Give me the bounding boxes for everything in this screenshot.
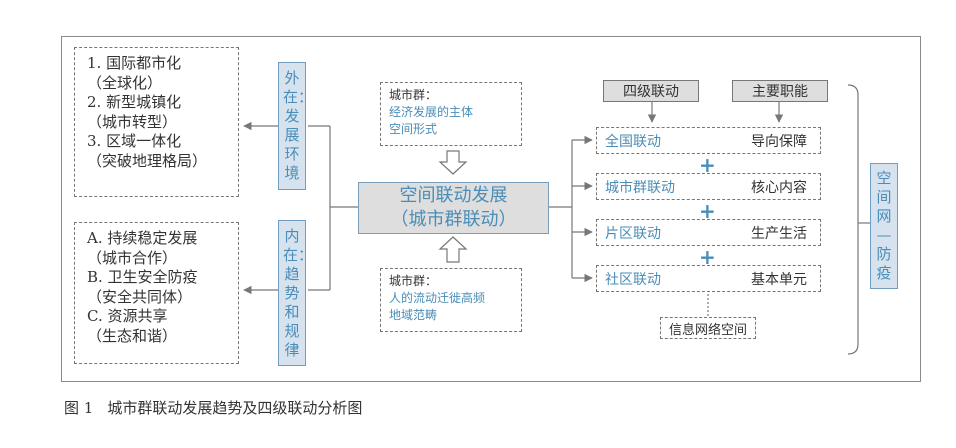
note-top-line1: 经济发展的主体 xyxy=(389,105,474,119)
note-bottom-line1: 人的流动迁徙高频 xyxy=(389,291,486,305)
info-network-space: 信息网络空间 xyxy=(660,317,756,339)
external-item-2: 2. 新型城镇化 xyxy=(87,93,182,111)
level-national: 全国联动 xyxy=(605,133,661,150)
plus-sign-2: + xyxy=(699,199,716,223)
level-row-national: 全国联动 导向保障 xyxy=(596,127,821,154)
center-line2: （城市群联动） xyxy=(390,209,517,230)
right-label: 空间网—防疫 xyxy=(876,169,892,282)
note-top-line2: 空间形式 xyxy=(389,122,438,136)
internal-item-a: A. 持续稳定发展 xyxy=(87,229,198,247)
note-top-key: 城市群： xyxy=(389,88,438,102)
internal-item-a-note: （城市合作） xyxy=(87,248,178,267)
external-label: 外在：发展环境 xyxy=(283,69,314,182)
right-label-box: 空间网—防疫 xyxy=(870,163,898,289)
level-row-district: 片区联动 生产生活 xyxy=(596,219,821,246)
function-production-life: 生产生活 xyxy=(751,225,807,242)
plus-sign-1: + xyxy=(699,153,716,177)
internal-label: 内在：趋势和规律 xyxy=(283,226,314,359)
note-bottom: 城市群： 人的流动迁徙高频 地域范畴 xyxy=(380,268,522,332)
function-guidance: 导向保障 xyxy=(751,133,807,150)
figure-caption: 图 1 城市群联动发展趋势及四级联动分析图 xyxy=(64,397,376,418)
functions-header: 主要职能 xyxy=(732,80,828,102)
function-core: 核心内容 xyxy=(751,179,807,196)
external-factors-list: 1. 国际都市化 （全球化） 2. 新型城镇化 （城市转型） 3. 区域一体化 … xyxy=(74,47,239,197)
level-row-city-cluster: 城市群联动 核心内容 xyxy=(596,173,821,200)
note-bottom-key: 城市群： xyxy=(389,274,438,288)
internal-label-box: 内在：趋势和规律 xyxy=(278,220,314,366)
external-item-2-note: （城市转型） xyxy=(87,112,178,131)
external-label-box: 外在：发展环境 xyxy=(278,62,314,190)
level-community: 社区联动 xyxy=(605,271,661,288)
level-district: 片区联动 xyxy=(605,225,661,242)
level-city-cluster: 城市群联动 xyxy=(605,179,675,196)
function-basic-unit: 基本单元 xyxy=(751,271,807,288)
center-box: 空间联动发展 （城市群联动） xyxy=(358,182,549,234)
external-item-3: 3. 区域一体化 xyxy=(87,132,182,150)
levels-header: 四级联动 xyxy=(603,80,699,102)
internal-item-c-note: （生态和谐） xyxy=(87,326,178,345)
internal-item-b: B. 卫生安全防疫 xyxy=(87,268,198,286)
internal-item-b-note: （安全共同体） xyxy=(87,287,193,306)
note-top: 城市群： 经济发展的主体 空间形式 xyxy=(380,82,522,146)
caption-number: 图 1 xyxy=(64,399,94,417)
level-row-community: 社区联动 基本单元 xyxy=(596,265,821,292)
external-item-1: 1. 国际都市化 xyxy=(87,54,182,72)
external-item-3-note: （突破地理格局） xyxy=(87,151,208,170)
plus-sign-3: + xyxy=(699,245,716,269)
internal-factors-list: A. 持续稳定发展 （城市合作） B. 卫生安全防疫 （安全共同体） C. 资源… xyxy=(74,222,239,364)
diagram-frame xyxy=(61,36,921,382)
internal-item-c: C. 资源共享 xyxy=(87,307,168,325)
note-bottom-line2: 地域范畴 xyxy=(389,308,438,322)
caption-text: 城市群联动发展趋势及四级联动分析图 xyxy=(107,399,363,417)
external-item-1-note: （全球化） xyxy=(87,73,163,92)
center-line1: 空间联动发展 xyxy=(399,185,508,206)
